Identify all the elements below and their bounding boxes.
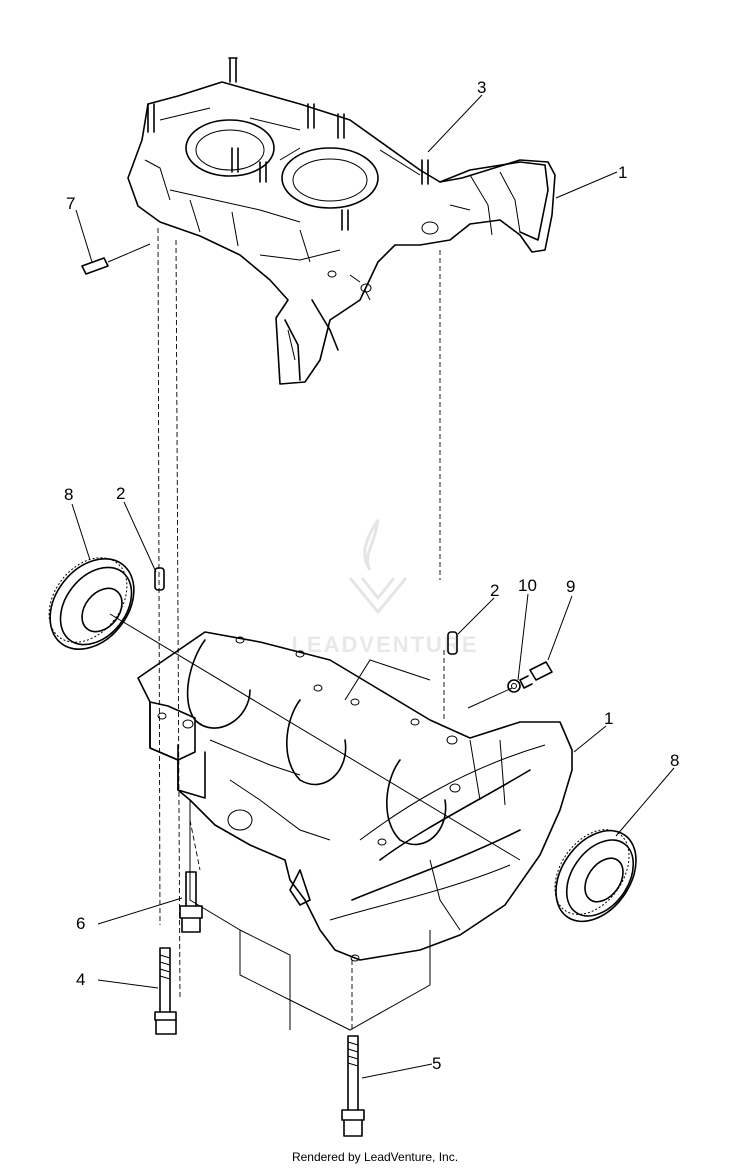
lower-crankcase [137,631,573,1031]
upper-crankcase [127,57,556,385]
dowel-pin-7 [81,243,151,275]
bolt-6 [179,871,203,933]
callout-8-left: 8 [64,485,73,504]
callout-5: 5 [432,1054,441,1073]
bolt-4 [154,947,177,1035]
callout-1-upper: 1 [618,163,627,182]
oil-seal-8-right [554,829,637,923]
callout-2-left: 2 [116,484,125,503]
callout-8-right: 8 [670,751,679,770]
callout-4: 4 [76,970,85,989]
callouts: 1 3 7 8 2 2 10 9 1 8 6 4 5 [64,78,679,1073]
callout-7: 7 [66,194,75,213]
callout-6: 6 [76,914,85,933]
watermark-text: LEADVENTURE [291,632,478,657]
footer-credit: Rendered by LeadVenture, Inc. [291,1150,459,1164]
drain-plug-9 [467,661,553,709]
alignment-guides [157,227,445,1030]
leader-lines [71,94,675,1079]
dowel-pin-2-right [447,631,458,655]
callout-1-lower: 1 [604,709,613,728]
leadventure-watermark: LEADVENTURE [291,519,478,657]
callout-3: 3 [477,78,486,97]
bolt-5 [341,1035,365,1137]
washer-10 [507,679,521,693]
callout-9: 9 [566,577,575,596]
dowel-pin-2-left [154,567,165,591]
callout-2-right: 2 [490,581,499,600]
callout-10: 10 [518,576,537,595]
oil-seal-8-left [48,557,521,861]
